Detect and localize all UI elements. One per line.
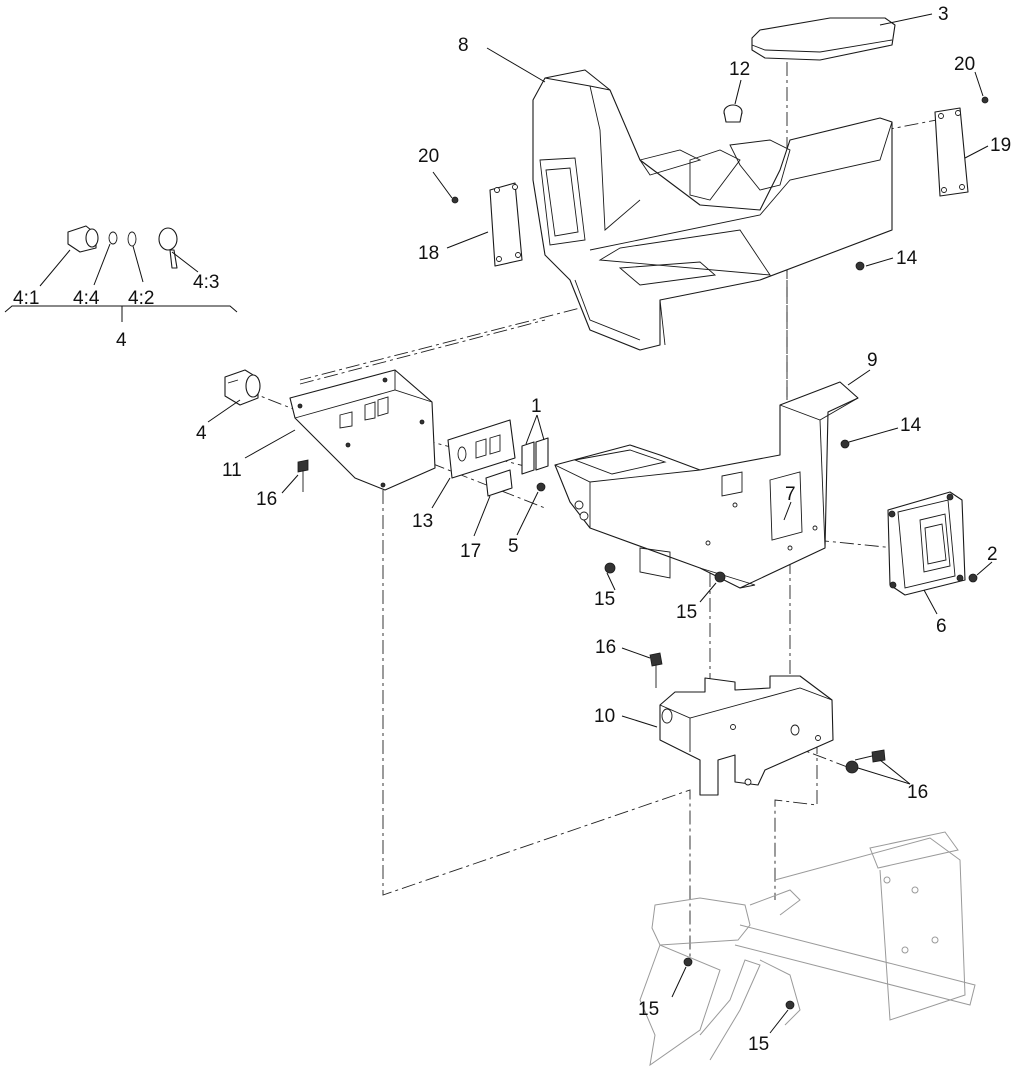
switch-panel [289, 369, 436, 491]
callout-15-d: 15 [748, 1034, 769, 1055]
knob [723, 104, 743, 123]
callout-12: 12 [729, 59, 750, 80]
callout-15-a: 15 [594, 589, 615, 610]
callout-1: 1 [531, 396, 542, 417]
callout-19: 19 [990, 135, 1011, 156]
callout-13: 13 [412, 511, 433, 532]
callout-4-1: 4:1 [13, 288, 39, 309]
callout-14-top: 14 [896, 248, 918, 269]
callout-17: 17 [460, 541, 481, 562]
callout-18: 18 [418, 243, 439, 264]
callout-16-b: 16 [595, 637, 616, 658]
callout-4-main: 4 [116, 330, 127, 351]
callout-14-mid: 14 [900, 415, 922, 436]
callout-16-a: 16 [256, 489, 277, 510]
key-switch-exploded [67, 225, 178, 269]
callout-2: 2 [987, 544, 998, 565]
callout-16-c: 16 [907, 782, 928, 803]
mounting-bracket [554, 381, 859, 589]
callout-4-switch: 4 [196, 423, 207, 444]
switches [521, 437, 549, 475]
callout-6: 6 [936, 616, 947, 637]
callout-labels: 1 2 3 4 4 4:1 4:2 4:3 4:4 5 6 7 8 9 10 1… [13, 4, 1011, 1055]
callout-10: 10 [594, 706, 615, 727]
callout-11: 11 [222, 460, 242, 481]
side-panel-left [489, 182, 523, 267]
callout-3: 3 [938, 4, 949, 25]
callout-20-right: 20 [954, 54, 975, 75]
callout-4-2: 4:2 [128, 288, 154, 309]
leader-lines [4, 13, 993, 1034]
armrest-pad [751, 17, 896, 61]
callout-4-4: 4:4 [73, 288, 100, 309]
nut-5 [536, 482, 546, 492]
callout-9: 9 [867, 350, 878, 371]
switch-plate [447, 419, 516, 479]
hardware [297, 96, 989, 1010]
callout-15-c: 15 [638, 999, 659, 1020]
chassis-frame [639, 831, 976, 1067]
console-cover [532, 69, 893, 351]
callout-20-left: 20 [418, 146, 439, 167]
controller-module [887, 491, 966, 596]
callout-7: 7 [785, 484, 796, 505]
callout-8: 8 [458, 35, 469, 56]
side-panel-right [934, 107, 969, 197]
support-bracket [659, 675, 834, 796]
key-switch [224, 369, 261, 406]
callout-5: 5 [508, 536, 519, 557]
callout-4-3: 4:3 [193, 272, 219, 293]
callout-15-b: 15 [676, 602, 697, 623]
blank-plug [485, 469, 513, 497]
